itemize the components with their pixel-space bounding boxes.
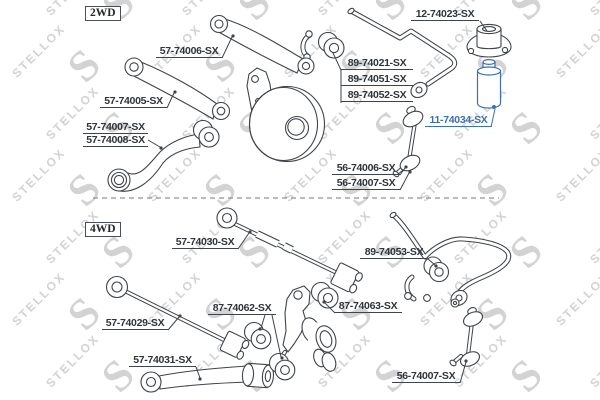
part-number-57-74029-SX: 57-74029-SX: [102, 317, 168, 330]
part-number-57-74030-SX: 57-74030-SX: [172, 236, 238, 249]
part-number-57-74031-SX: 57-74031-SX: [129, 354, 196, 367]
part-number-89-74051-SX: 89-74051-SX: [341, 73, 413, 86]
leader-lines: [147, 20, 496, 384]
drawing-brake-drum: [246, 67, 326, 163]
part-number-57-74007-SX: 57-74007-SX: [83, 121, 148, 134]
drawing-bushing-87-74062-a: [243, 321, 272, 350]
part-number-89-74053-SX: 89-74053-SX: [360, 246, 428, 259]
part-number-57-74006-SX: 57-74006-SX: [156, 45, 222, 58]
drawing-stabilizer-bar-2wd: [347, 7, 458, 99]
part-number-56-74006-SX: 56-74006-SX: [332, 162, 400, 175]
drawing-stabilizer-link-2wd: [392, 105, 424, 178]
section-tag-4wd: 4WD: [85, 222, 121, 237]
drawing-rod-57-74029: [105, 275, 250, 360]
part-number-56-74007-SX: 56-74007-SX: [332, 177, 400, 190]
part-number-57-74005-SX: 57-74005-SX: [100, 95, 167, 108]
drawing-arm-57-74005: [124, 57, 231, 121]
part-number-57-74008-SX: 57-74008-SX: [83, 134, 148, 147]
drawing-bar-bushing-clamp-2wd: [300, 30, 345, 61]
part-number-87-74062-SX: 87-74062-SX: [208, 302, 276, 315]
drawing-stabilizer-bar-4wd: [389, 211, 512, 307]
drawing-bump-stop-11-74034[interactable]: [476, 58, 502, 109]
drawing-arm-57-74031: [140, 362, 275, 393]
part-number-87-74063-SX: 87-74063-SX: [334, 300, 402, 313]
drawing-bushing-87-74062-b: [268, 352, 296, 381]
part-number-56-74007-SX: 56-74007-SX: [392, 370, 460, 383]
part-number-11-74034-SX[interactable]: 11-74034-SX: [425, 114, 492, 127]
drawing-bar-bushing-89-74053: [404, 256, 450, 302]
section-tag-2wd: 2WD: [85, 6, 121, 21]
drawing-rod-57-74030: [216, 207, 363, 294]
drawing-stabilizer-link-4wd: [449, 298, 484, 367]
drawing-arm-57-74006: [209, 14, 315, 75]
part-number-89-74021-SX: 89-74021-SX: [341, 57, 413, 70]
drawing-arm-57-74007: [107, 119, 220, 192]
part-number-89-74052-SX: 89-74052-SX: [341, 89, 413, 102]
part-number-12-74023-SX: 12-74023-SX: [411, 8, 479, 21]
drawing-strut-mount: [466, 23, 512, 58]
